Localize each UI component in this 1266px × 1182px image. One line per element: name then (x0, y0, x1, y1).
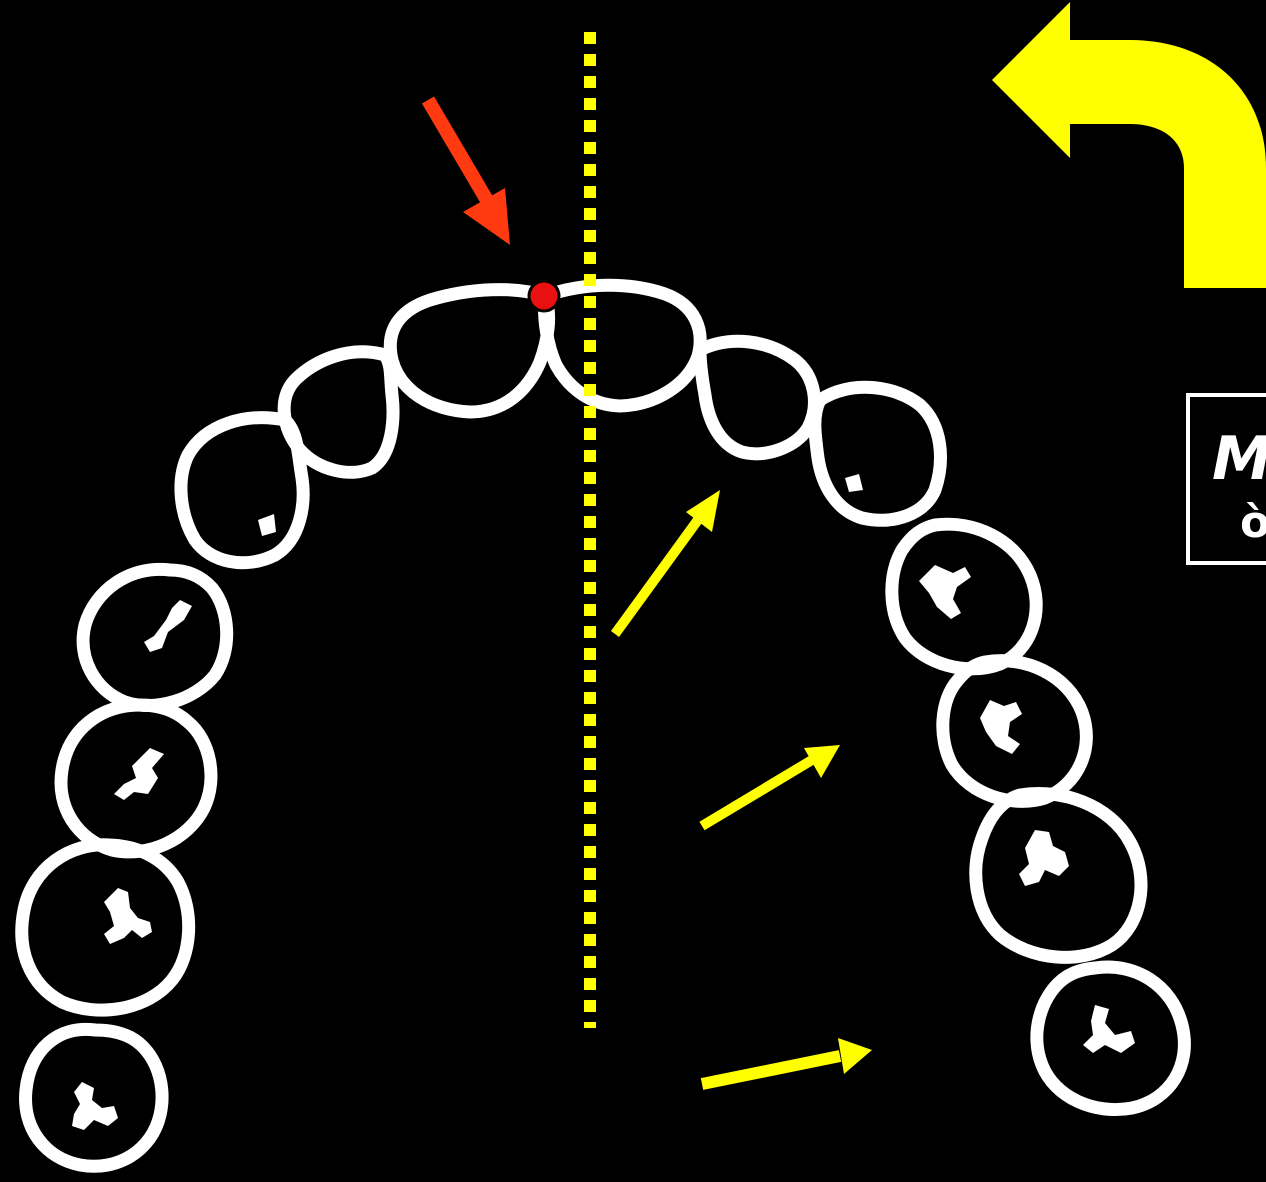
label-box: M ò (1186, 393, 1266, 565)
occlusal-fissures (72, 474, 1135, 1130)
fissure-right-canine (845, 474, 863, 492)
dental-arch (15, 278, 1191, 1173)
fissure-right-first-premolar (919, 565, 971, 619)
tooth-left-central-incisor (383, 283, 556, 419)
curved-left-arrow-icon (992, 2, 1266, 288)
label-line-1: M (1212, 424, 1266, 494)
fissure-left-first-premolar (144, 600, 192, 652)
tooth-right-central-incisor (538, 278, 707, 413)
tooth-left-lateral-incisor (277, 345, 400, 479)
tooth-right-first-molar (969, 786, 1148, 964)
tooth-right-canine (808, 380, 947, 527)
tooth-left-canine (174, 411, 310, 570)
direction-arrow-3 (700, 1038, 872, 1090)
fissure-left-first-molar (104, 888, 152, 944)
contact-point-arrow (421, 96, 510, 245)
tooth-left-second-molar (19, 1022, 169, 1173)
direction-arrow-2 (699, 745, 840, 831)
fissure-left-second-premolar (114, 748, 164, 800)
tooth-left-first-molar (15, 838, 196, 1017)
fissure-left-canine (258, 514, 276, 536)
direction-arrow-1 (610, 490, 720, 637)
fissure-right-second-molar (1083, 1005, 1135, 1053)
label-line-2: ò (1240, 493, 1266, 553)
fissure-right-second-premolar (980, 700, 1022, 754)
red-dot-icon (527, 279, 561, 313)
tooth-right-lateral-incisor (693, 334, 821, 461)
fissure-left-second-molar (72, 1082, 118, 1130)
tooth-right-second-molar (1030, 960, 1191, 1116)
fissure-right-first-molar (1019, 830, 1069, 886)
